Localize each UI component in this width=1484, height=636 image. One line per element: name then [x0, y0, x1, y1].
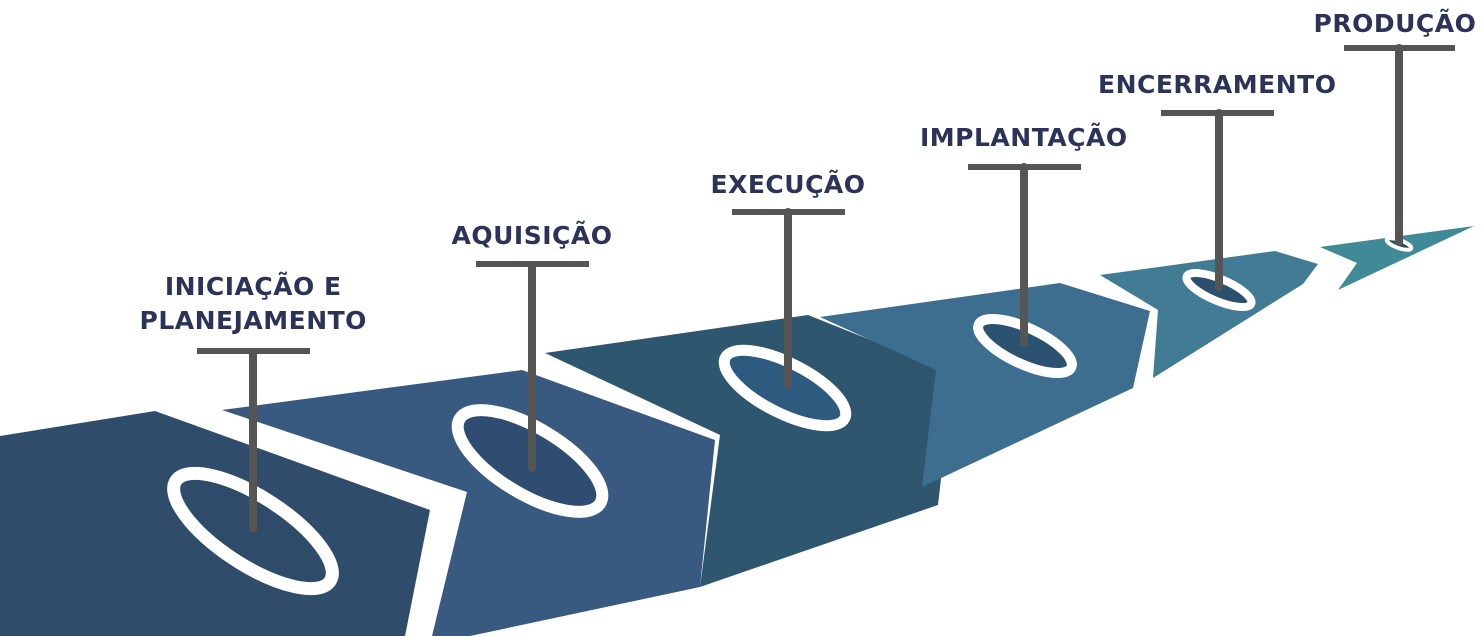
stage-segment-aquisicao: [222, 370, 715, 636]
stage-label-line: Encerramento: [1098, 70, 1337, 99]
stage-segment-implantacao: [820, 283, 1150, 487]
stage-label-producao: Produção: [1314, 7, 1477, 41]
stage-label-line: Produção: [1313, 9, 1477, 38]
stage-ring-execucao: [718, 344, 852, 432]
stage-label-execucao: Execução: [711, 168, 866, 202]
stage-segment-producao: [1320, 226, 1474, 290]
stage-label-line: Execução: [710, 170, 866, 199]
stage-label-aquisicao: Aquisição: [452, 219, 613, 253]
stage-label-implantacao: Implantação: [920, 121, 1128, 155]
stage-label-line: Aquisição: [451, 221, 613, 250]
stage-label-line: Iniciação e: [164, 272, 342, 301]
stage-label-iniciacao: Iniciação e Planejamento: [140, 270, 367, 338]
stage-segment-encerramento: [1100, 251, 1318, 378]
stage-label-encerramento: Encerramento: [1098, 68, 1336, 102]
stage-label-line: Implantação: [920, 123, 1128, 152]
stage-segment-execucao: [545, 315, 953, 587]
stage-label-line: Planejamento: [139, 306, 367, 335]
